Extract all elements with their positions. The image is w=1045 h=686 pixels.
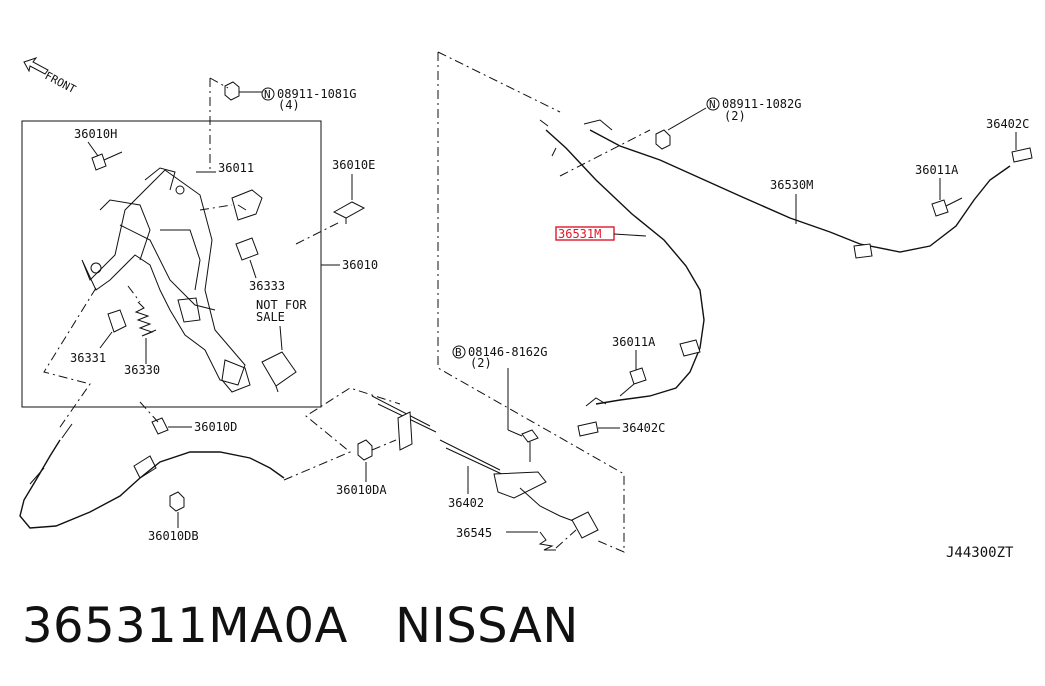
callout-36010d: 36010D xyxy=(194,420,237,434)
svg-text:N: N xyxy=(264,88,271,101)
callout-36010h: 36010H xyxy=(74,127,117,141)
callout-36530m: 36530M xyxy=(770,178,813,192)
svg-text:N: N xyxy=(709,98,716,111)
front-label: FRONT xyxy=(43,69,79,96)
pedal-assembly-frame xyxy=(21,120,322,408)
spring-36545 xyxy=(538,529,577,551)
footer-caption: 365311MA0A NISSAN xyxy=(22,598,579,654)
callout-08911-1082g-qty: (2) xyxy=(724,109,746,123)
n-symbol-icon xyxy=(261,87,275,101)
spring-36330 xyxy=(127,285,157,337)
callout-08146-8162g-qty: (2) xyxy=(470,356,492,370)
pad-not-for-sale xyxy=(261,351,297,393)
bushing-36331 xyxy=(107,309,127,333)
callout-36011a-lower: 36011A xyxy=(612,335,656,349)
equalizer-bracket xyxy=(493,471,599,539)
nut-08911-1082g xyxy=(655,129,671,150)
cable-36531m xyxy=(539,119,705,407)
callout-36545: 36545 xyxy=(456,526,492,540)
clip-36402c-upper xyxy=(1011,147,1033,163)
callout-36531m: 36531M xyxy=(558,227,601,241)
nut-36010da xyxy=(357,439,373,461)
callout-36010db: 36010DB xyxy=(148,529,199,543)
callout-08911-1082g: 08911-1082G xyxy=(722,97,801,111)
callout-36010da: 36010DA xyxy=(336,483,387,497)
callout-36010e: 36010E xyxy=(332,158,375,172)
svg-text:B: B xyxy=(455,346,462,359)
pedal-assembly xyxy=(81,167,251,393)
callout-36333: 36333 xyxy=(249,279,285,293)
bolt-36010h xyxy=(91,151,123,171)
clip-36010e xyxy=(332,201,366,224)
nut-08911-1081g xyxy=(224,81,240,101)
part-number: 365311MA0A xyxy=(22,598,348,654)
brand-name: NISSAN xyxy=(395,598,579,654)
reference-code: J44300ZT xyxy=(946,545,1014,561)
bolt-08146-8162g xyxy=(521,429,539,462)
callout-36011a-upper: 36011A xyxy=(915,163,959,177)
n-symbol-2-icon xyxy=(706,97,720,111)
label-sale: SALE xyxy=(256,310,285,324)
callout-08911-1081g: 08911-1081G xyxy=(277,87,356,101)
callout-36011: 36011 xyxy=(218,161,254,175)
clip-36402c-lower xyxy=(577,421,599,437)
bolt-36011a-upper xyxy=(931,197,963,217)
callout-36330: 36330 xyxy=(124,363,160,377)
nut-36010db xyxy=(169,491,185,512)
callout-36402c-upper: 36402C xyxy=(986,117,1029,131)
callout-08911-1081g-qty: (4) xyxy=(278,98,300,112)
switch-36011 xyxy=(231,189,263,221)
callout-36331: 36331 xyxy=(70,351,106,365)
callout-36402: 36402 xyxy=(448,496,484,510)
bolt-36011a-lower xyxy=(619,367,647,397)
bushing-36333 xyxy=(235,237,259,261)
callout-08146-8162g: 08146-8162G xyxy=(468,345,547,359)
callout-36010: 36010 xyxy=(342,258,378,272)
middle-cable xyxy=(371,395,507,477)
clip-36010d xyxy=(151,417,169,435)
front-cable xyxy=(19,423,285,529)
label-not-for: NOT FOR xyxy=(256,298,307,312)
highlight-box-36531m xyxy=(555,226,615,241)
cable-36530m xyxy=(583,119,1011,259)
callout-36402c-lower: 36402C xyxy=(622,421,665,435)
b-symbol-icon xyxy=(452,345,466,359)
front-arrow-icon xyxy=(23,57,49,75)
